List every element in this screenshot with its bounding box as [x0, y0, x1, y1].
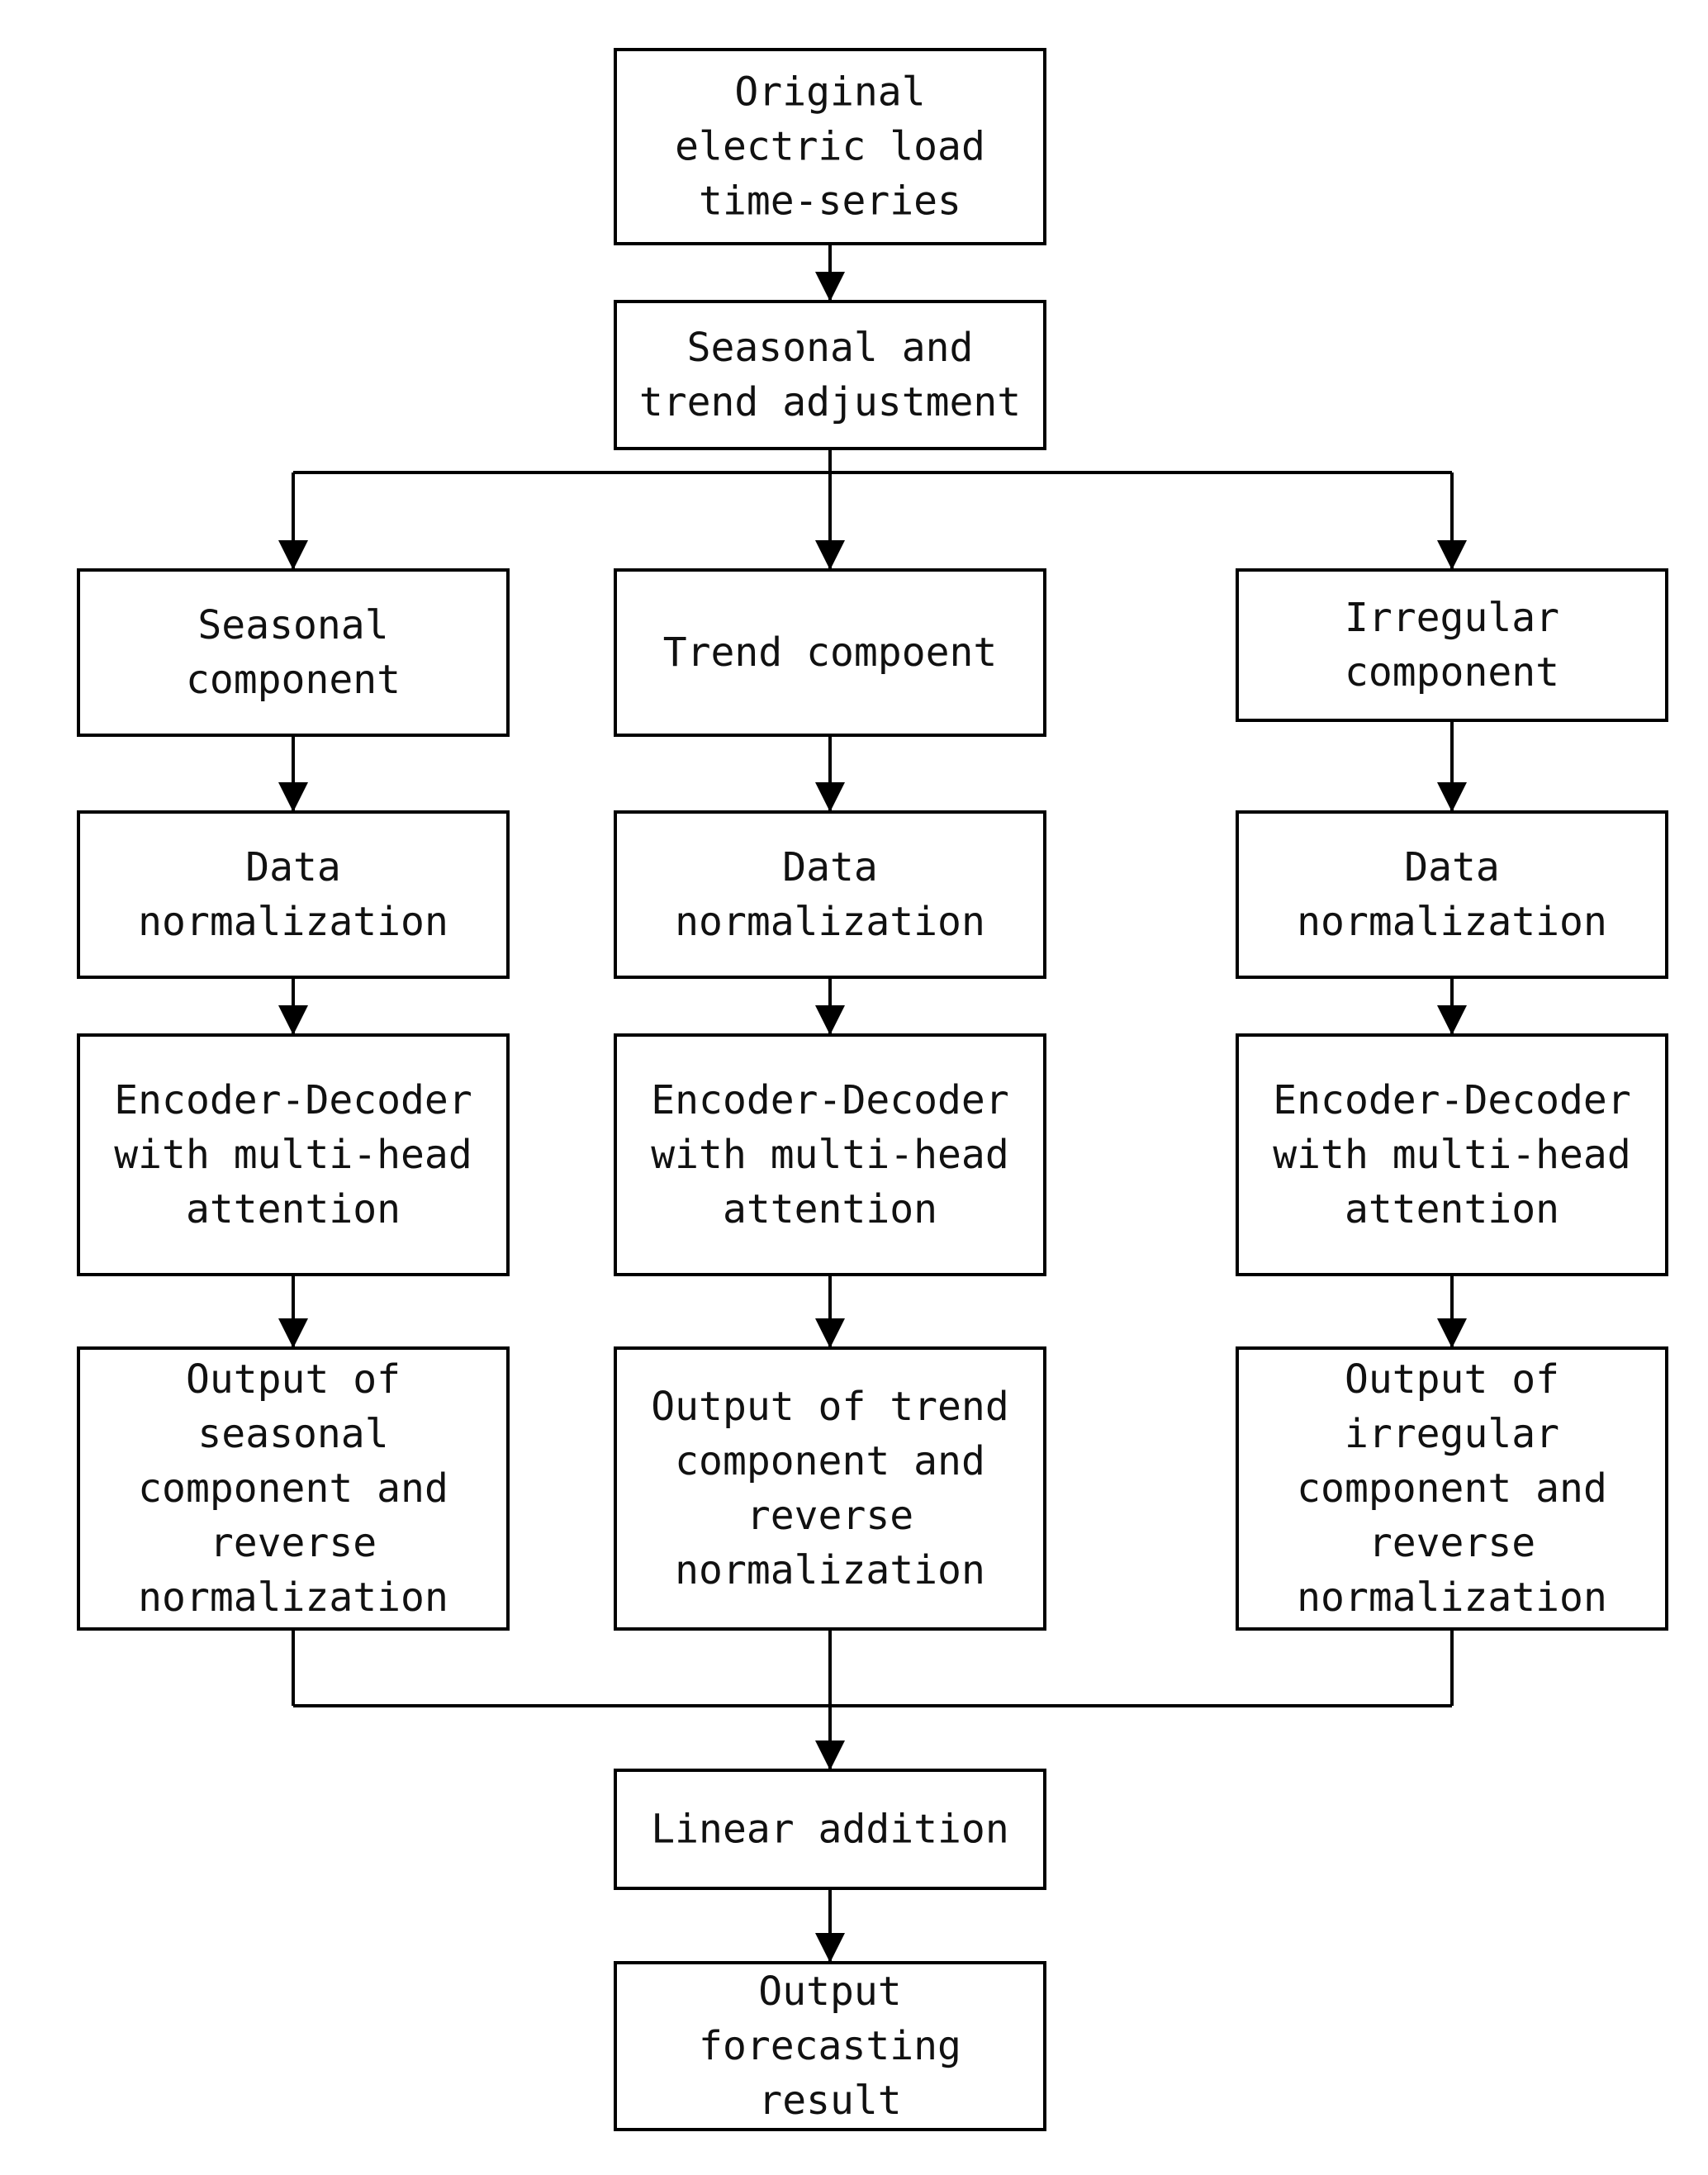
- seasonal-encoder-label-line: attention: [186, 1186, 401, 1232]
- linear-addition-label-line: Linear addition: [651, 1807, 1008, 1853]
- arrow-head-irregular-encoder: [1437, 1005, 1467, 1035]
- arrow-head-irregular-output: [1437, 1318, 1467, 1348]
- irregular-output-label-line: reverse: [1369, 1520, 1535, 1566]
- arrow-head-irregular-component: [1437, 540, 1467, 570]
- seasonal-output-box: [77, 1346, 510, 1631]
- final-output-label-line: result: [758, 2078, 901, 2124]
- arrow-head-trend-normalization: [815, 782, 845, 812]
- original-label-line: time-series: [699, 178, 961, 225]
- edges-layer: [278, 244, 1467, 1963]
- arrow-head-trend-output: [815, 1318, 845, 1348]
- adjustment-box: [614, 300, 1046, 450]
- trend-encoder-label-line: with multi-head: [651, 1132, 1008, 1178]
- seasonal-output-label-line: seasonal: [197, 1411, 388, 1457]
- final-output-label-line: forecasting: [699, 2023, 961, 2069]
- irregular-output-box: [1236, 1346, 1668, 1631]
- irregular-encoder-node: Encoder-Decoder with multi-head attention: [1236, 1033, 1668, 1276]
- arrow-head-final-output: [815, 1933, 845, 1963]
- final-output-box: [614, 1961, 1046, 2131]
- trend-encoder-box: [614, 1033, 1046, 1276]
- arrow-head-linear-addition: [815, 1740, 845, 1770]
- irregular-normalization-box: [1236, 810, 1668, 979]
- seasonal-normalization-node: Data normalization: [77, 810, 510, 979]
- irregular-output-label-line: Output of: [1345, 1356, 1559, 1403]
- seasonal-encoder-label-line: with multi-head: [114, 1132, 472, 1178]
- seasonal-normalization-label-line: normalization: [138, 899, 448, 945]
- seasonal-normalization-label-line: Data: [245, 844, 341, 890]
- irregular-normalization-node: Data normalization: [1236, 810, 1668, 979]
- seasonal-encoder-node: Encoder-Decoder with multi-head attention: [77, 1033, 510, 1276]
- trend-normalization-box: [614, 810, 1046, 979]
- seasonal-encoder-label-line: Encoder-Decoder: [114, 1077, 472, 1123]
- seasonal-output-label-line: reverse: [210, 1520, 377, 1566]
- trend-output-label-line: Output of trend: [651, 1384, 1008, 1430]
- irregular-output-label-line: irregular: [1345, 1411, 1559, 1457]
- seasonal-component-label-line: component: [186, 657, 401, 703]
- irregular-output-node: Output of irregular component and reverse no…: [1236, 1346, 1668, 1631]
- trend-normalization-node: Data normalization: [614, 810, 1046, 979]
- seasonal-output-label-line: component and: [138, 1465, 448, 1512]
- irregular-component-node: Irregular component: [1236, 568, 1668, 722]
- original-box: [614, 48, 1046, 245]
- irregular-normalization-label-line: normalization: [1297, 899, 1607, 945]
- irregular-encoder-box: [1236, 1033, 1668, 1276]
- trend-output-box: [614, 1346, 1046, 1631]
- trend-component-node: Trend compoent: [614, 568, 1046, 737]
- final-output-node: Output forecasting result: [614, 1961, 1046, 2131]
- adjustment-node: Seasonal and trend adjustment: [614, 300, 1046, 450]
- seasonal-component-node: Seasonal component: [77, 568, 510, 737]
- seasonal-component-label-line: Seasonal: [197, 602, 388, 648]
- original-label-line: electric load: [675, 124, 985, 170]
- linear-addition-box: [614, 1769, 1046, 1890]
- trend-output-label-line: normalization: [675, 1547, 985, 1593]
- trend-component-box: [614, 568, 1046, 737]
- arrow-head-trend-encoder: [815, 1005, 845, 1035]
- irregular-output-label-line: normalization: [1297, 1574, 1607, 1621]
- seasonal-output-label-line: Output of: [186, 1356, 401, 1403]
- trend-encoder-label-line: Encoder-Decoder: [651, 1077, 1008, 1123]
- arrow-head-seasonal-component: [278, 540, 308, 570]
- trend-output-label-line: reverse: [747, 1493, 913, 1539]
- arrow-head-irregular-normalization: [1437, 782, 1467, 812]
- trend-component-label-line: Trend compoent: [663, 629, 998, 676]
- trend-encoder-label-line: attention: [723, 1186, 937, 1232]
- irregular-encoder-label-line: Encoder-Decoder: [1273, 1077, 1630, 1123]
- adjustment-label-line: Seasonal and: [687, 325, 974, 371]
- irregular-normalization-label-line: Data: [1404, 844, 1500, 890]
- adjustment-label-line: trend adjustment: [639, 379, 1021, 425]
- irregular-component-box: [1236, 568, 1668, 722]
- irregular-component-label-line: Irregular: [1345, 595, 1559, 641]
- trend-output-node: Output of trend component and reverse norma…: [614, 1346, 1046, 1631]
- arrow-head-seasonal-normalization: [278, 782, 308, 812]
- trend-normalization-label-line: Data: [782, 844, 878, 890]
- seasonal-output-node: Output of seasonal component and reverse nor…: [77, 1346, 510, 1631]
- irregular-output-label-line: component and: [1297, 1465, 1607, 1512]
- seasonal-normalization-box: [77, 810, 510, 979]
- seasonal-component-box: [77, 568, 510, 737]
- irregular-encoder-label-line: with multi-head: [1273, 1132, 1630, 1178]
- original-node: Original electric load time-series: [614, 48, 1046, 245]
- original-label-line: Original: [734, 69, 925, 116]
- irregular-component-label-line: component: [1345, 649, 1559, 696]
- final-output-label-line: Output: [758, 1968, 901, 2015]
- trend-normalization-label-line: normalization: [675, 899, 985, 945]
- trend-encoder-node: Encoder-Decoder with multi-head attention: [614, 1033, 1046, 1276]
- seasonal-output-label-line: normalization: [138, 1574, 448, 1621]
- trend-output-label-line: component and: [675, 1438, 985, 1484]
- linear-addition-node: Linear addition: [614, 1769, 1046, 1890]
- arrow-head-seasonal-encoder: [278, 1005, 308, 1035]
- seasonal-encoder-box: [77, 1033, 510, 1276]
- arrow-head-seasonal-output: [278, 1318, 308, 1348]
- irregular-encoder-label-line: attention: [1345, 1186, 1559, 1232]
- arrow-head-adjustment: [815, 272, 845, 302]
- arrow-head-trend-component: [815, 540, 845, 570]
- nodes-layer: Original electric load time-seriesSeasonal…: [77, 48, 1668, 2131]
